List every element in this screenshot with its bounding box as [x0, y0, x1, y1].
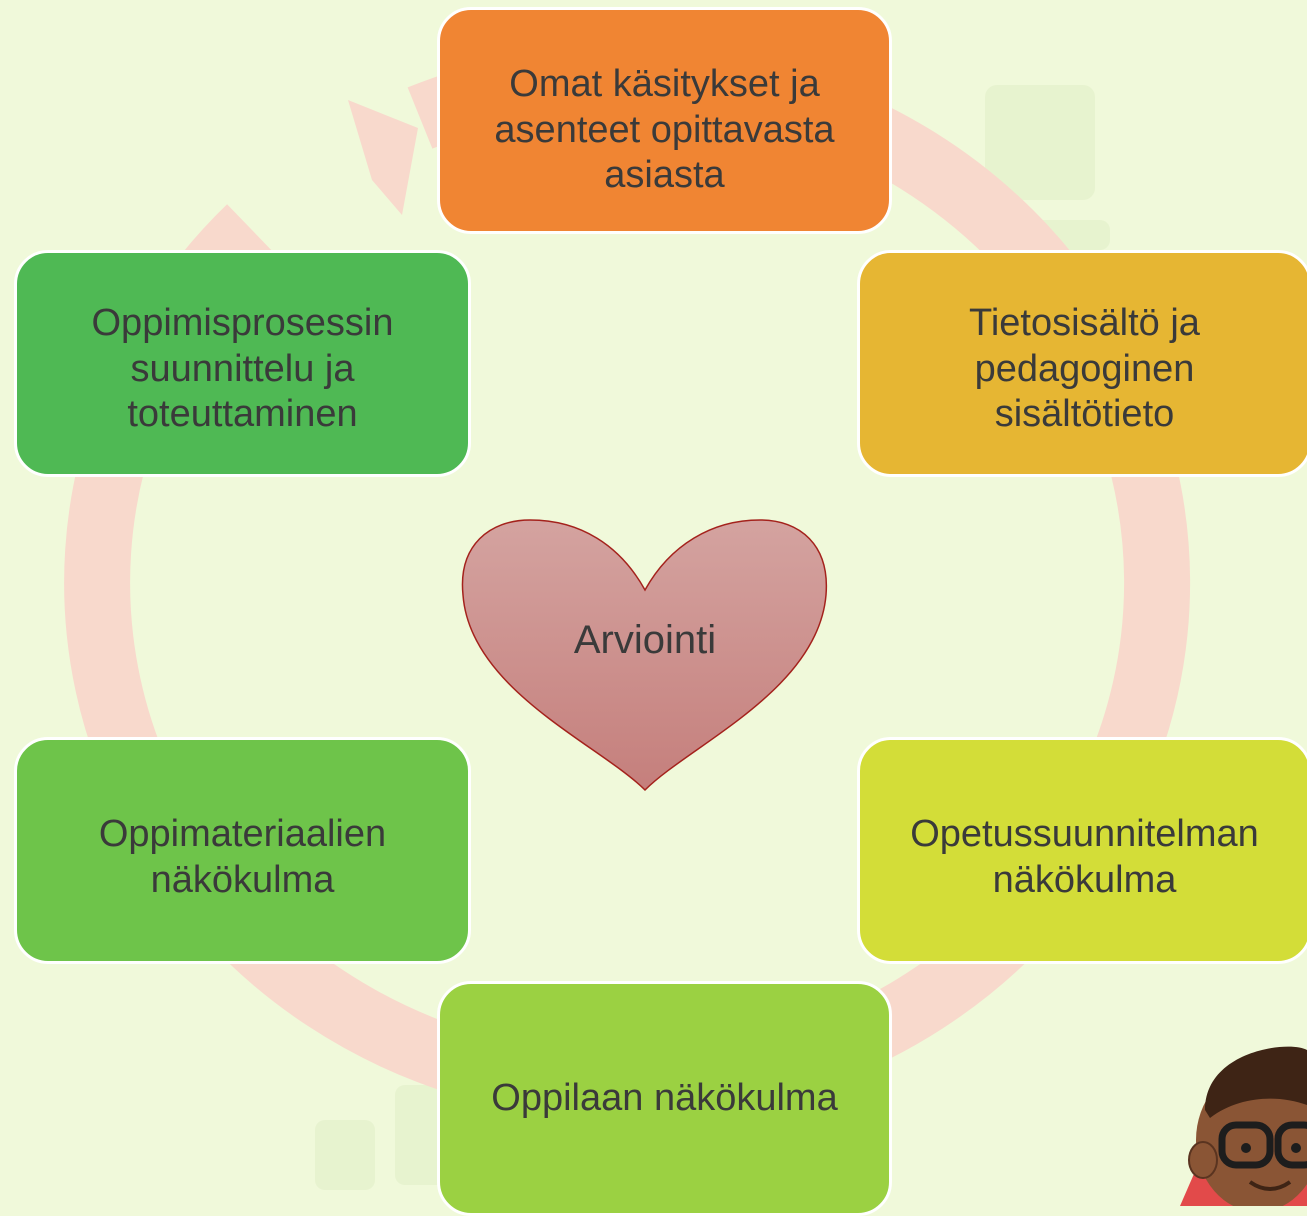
character-ear: [1188, 1141, 1218, 1179]
glasses-right-icon: [1274, 1121, 1307, 1169]
character-illustration: [1180, 1046, 1307, 1206]
glasses-left-icon: [1218, 1121, 1274, 1169]
eye-icon: [1241, 1143, 1251, 1153]
box-learning-process: Oppimisprosessin suunnittelu ja toteutta…: [14, 250, 471, 477]
character-smile: [1248, 1180, 1292, 1191]
box-content-knowledge: Tietosisältö ja pedagoginen sisältötieto: [857, 250, 1307, 477]
box-curriculum-perspective: Opetussuunnitelman näkökulma: [857, 737, 1307, 964]
decor-mark: [985, 85, 1095, 200]
cycle-ring: [64, 44, 1191, 1121]
center-label-assessment: Arviointi: [573, 618, 717, 662]
box-student-perspective: Oppilaan näkökulma: [437, 981, 892, 1216]
heart-shape: [461, 519, 828, 792]
cycle-arrow-head: [348, 100, 418, 215]
box-own-conceptions: Omat käsitykset ja asenteet opittavasta …: [437, 7, 892, 234]
box-materials-perspective: Oppimateriaalien näkökulma: [14, 737, 471, 964]
character-hair: [1205, 1046, 1307, 1118]
decor-mark: [315, 1120, 375, 1190]
eye-icon: [1291, 1143, 1301, 1153]
